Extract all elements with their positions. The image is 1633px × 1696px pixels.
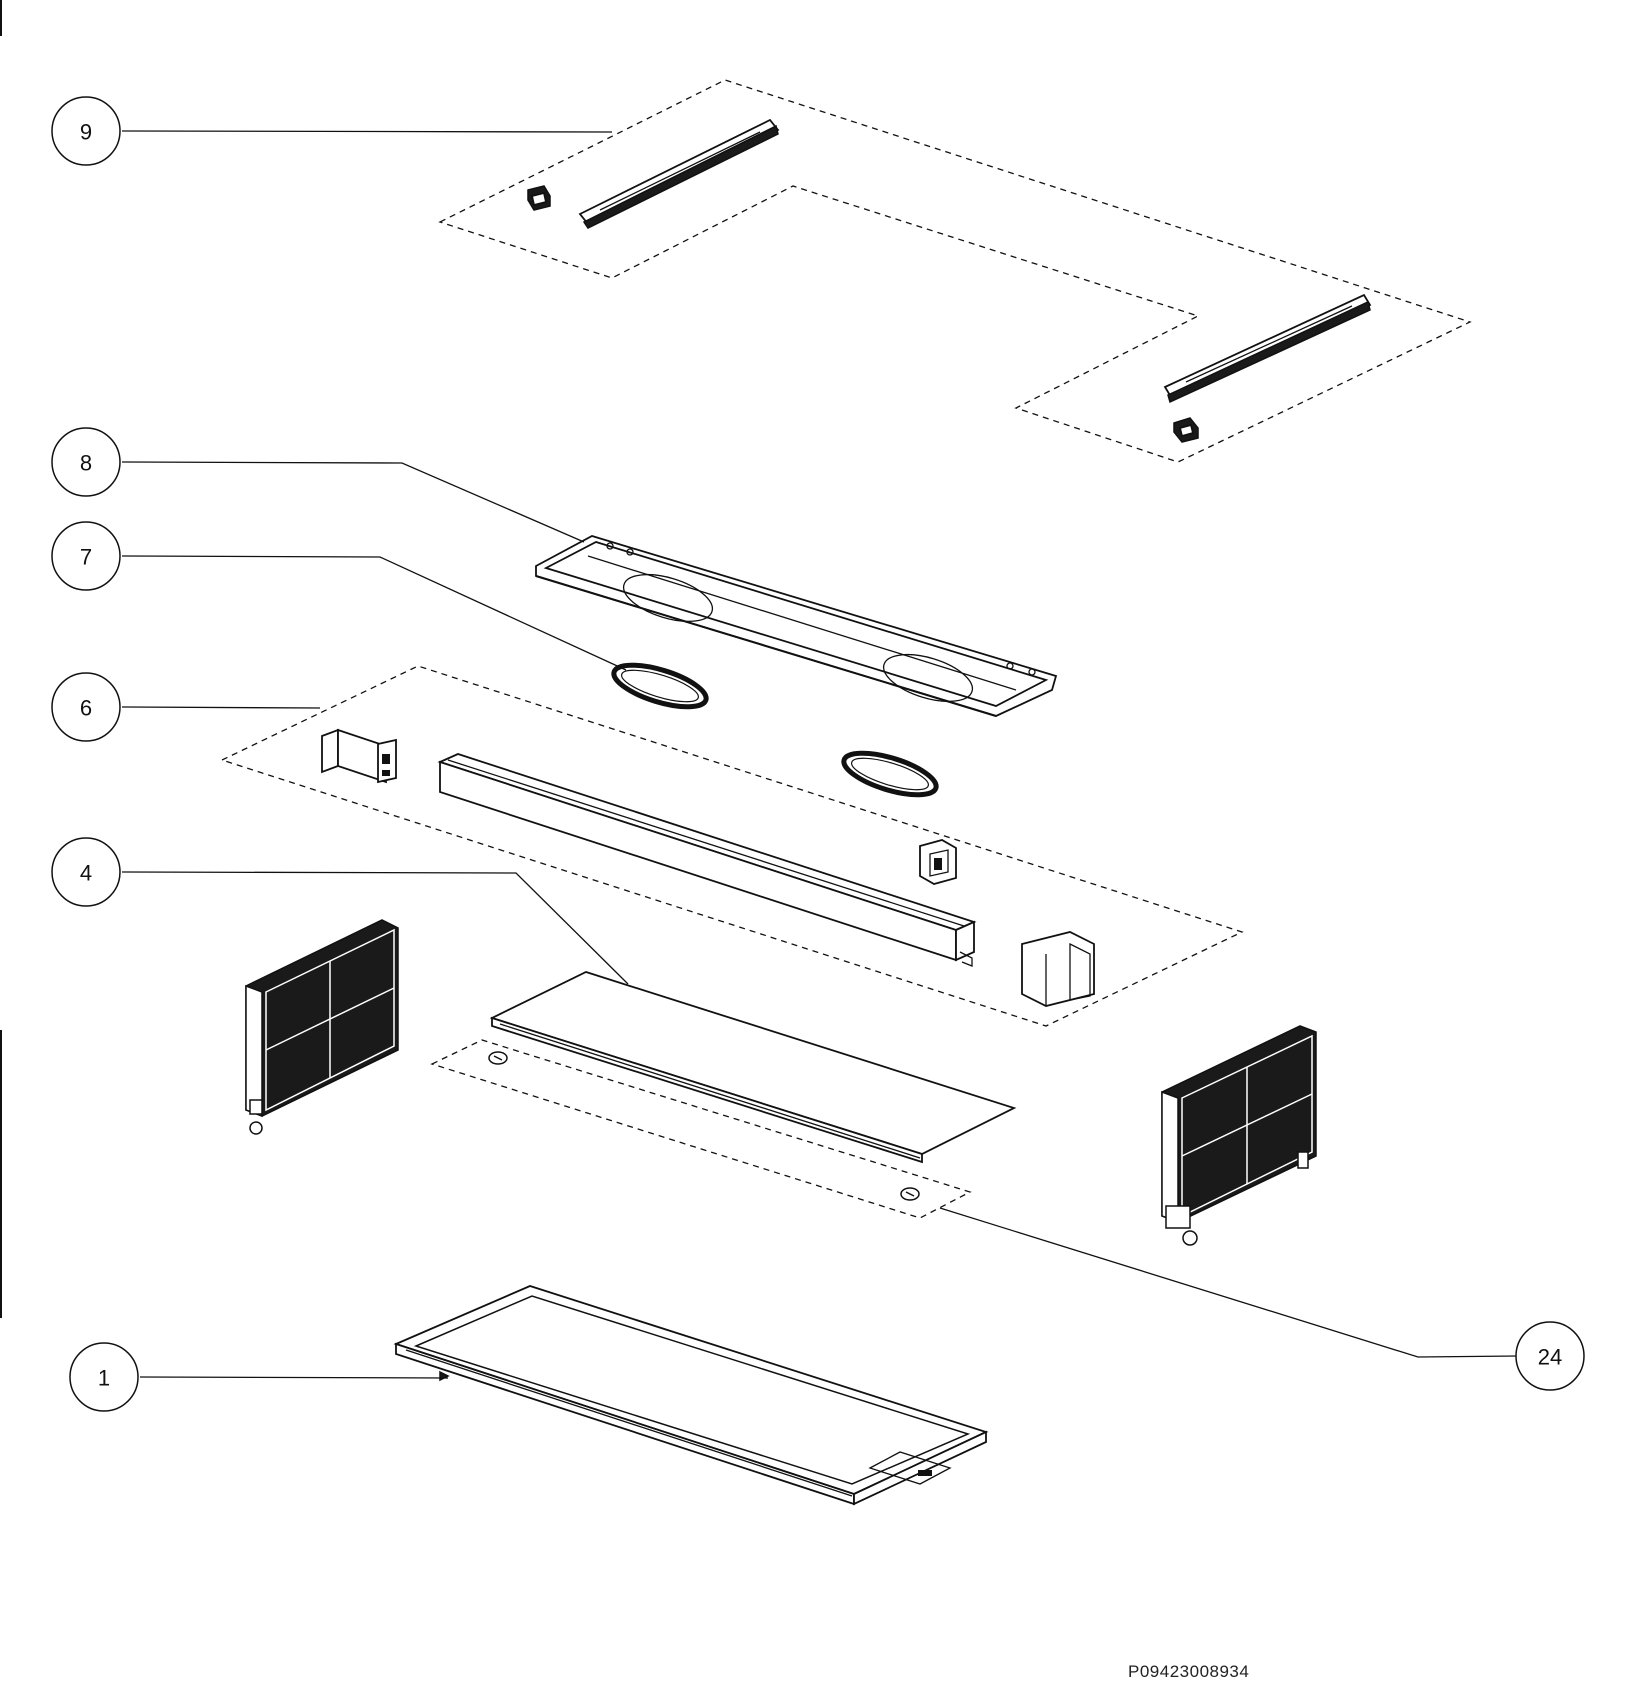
part-4-glass-panel xyxy=(489,971,1017,1164)
callout-24: 24 xyxy=(1515,1321,1585,1391)
part-1-bottom-tray xyxy=(393,1285,989,1506)
gasket-ring-2 xyxy=(841,750,939,798)
callout-1-label: 1 xyxy=(98,1366,110,1391)
callout-1: 1 xyxy=(69,1342,139,1412)
callout-6-label: 6 xyxy=(80,696,92,721)
callout-4: 4 xyxy=(51,837,121,907)
callout-9-label: 9 xyxy=(80,120,92,145)
callout-24-label: 24 xyxy=(1538,1345,1562,1370)
leader-lines xyxy=(121,130,1519,1379)
callout-6: 6 xyxy=(51,672,121,742)
left-grease-filter xyxy=(245,919,399,1135)
part-6-channel-kit xyxy=(220,665,1244,1027)
part-24-fastener-kit xyxy=(430,1039,972,1219)
left-end-clip xyxy=(321,728,397,784)
small-bracket xyxy=(919,839,957,885)
drawing-reference-code: P09423008934 xyxy=(1128,1662,1250,1681)
part-7-gasket-ring xyxy=(611,662,709,710)
left-clip-block xyxy=(527,185,551,211)
long-channel xyxy=(437,753,977,967)
part-9-rail-kit xyxy=(438,79,1472,463)
callout-7: 7 xyxy=(51,521,121,591)
right-end-cap xyxy=(1021,931,1095,1007)
part-8-top-bracket xyxy=(535,535,1058,717)
right-grease-filter xyxy=(1161,1025,1317,1246)
left-rail xyxy=(578,118,780,229)
callout-7-label: 7 xyxy=(80,545,92,570)
callout-4-label: 4 xyxy=(80,861,92,886)
right-clip-block xyxy=(1173,417,1199,443)
callout-8: 8 xyxy=(51,427,121,497)
right-rail xyxy=(1163,293,1372,404)
callout-8-label: 8 xyxy=(80,451,92,476)
callout-9: 9 xyxy=(51,96,121,166)
